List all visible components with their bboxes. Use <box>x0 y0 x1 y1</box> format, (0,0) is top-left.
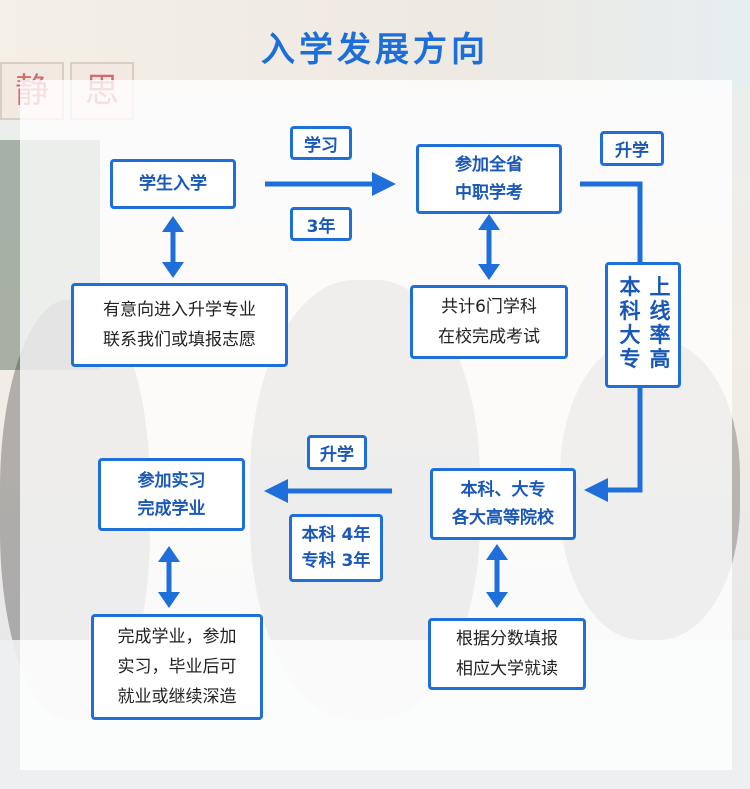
vertical-char: 专 <box>619 347 641 371</box>
label-enrollment-rate: 本科大专 上线率高 <box>605 262 681 388</box>
node-provincial-exam: 参加全省 中职学考 <box>416 144 562 214</box>
node-universities: 本科、大专 各大高等院校 <box>430 468 576 540</box>
double-arrow-internship-graduate <box>158 546 180 608</box>
vertical-char: 本 <box>619 275 641 299</box>
vertical-char: 线 <box>649 299 671 323</box>
node-enroll: 学生入学 <box>110 159 236 209</box>
double-arrow-enroll-intent <box>162 216 184 278</box>
node-internship: 参加实习 完成学业 <box>98 458 245 531</box>
vertical-char: 高 <box>649 347 671 371</box>
rate-column-left: 本科大专 <box>618 275 642 371</box>
arrow-enroll-to-exam <box>265 172 396 196</box>
double-arrow-universities-scores <box>486 544 508 608</box>
node-six-subjects: 共计6门学科 在校完成考试 <box>410 285 568 359</box>
vertical-char: 科 <box>619 299 641 323</box>
vertical-char: 大 <box>619 323 641 347</box>
arrow-universities-to-internship <box>264 479 392 503</box>
vertical-char: 上 <box>649 275 671 299</box>
label-three-years: 3年 <box>290 207 352 241</box>
rate-column-right: 上线率高 <box>648 275 672 371</box>
label-study: 学习 <box>290 126 352 160</box>
label-promote-top: 升学 <box>600 131 664 166</box>
label-durations: 本科 4年 专科 3年 <box>289 514 383 582</box>
node-intent: 有意向进入升学专业 联系我们或填报志愿 <box>71 283 288 367</box>
node-fill-scores: 根据分数填报 相应大学就读 <box>428 618 586 690</box>
page-title: 入学发展方向 <box>261 30 489 70</box>
node-graduate: 完成学业，参加 实习，毕业后可 就业或继续深造 <box>91 614 263 720</box>
vertical-char: 率 <box>649 323 671 347</box>
double-arrow-exam-subjects <box>478 214 500 280</box>
label-promote-mid: 升学 <box>307 435 367 470</box>
